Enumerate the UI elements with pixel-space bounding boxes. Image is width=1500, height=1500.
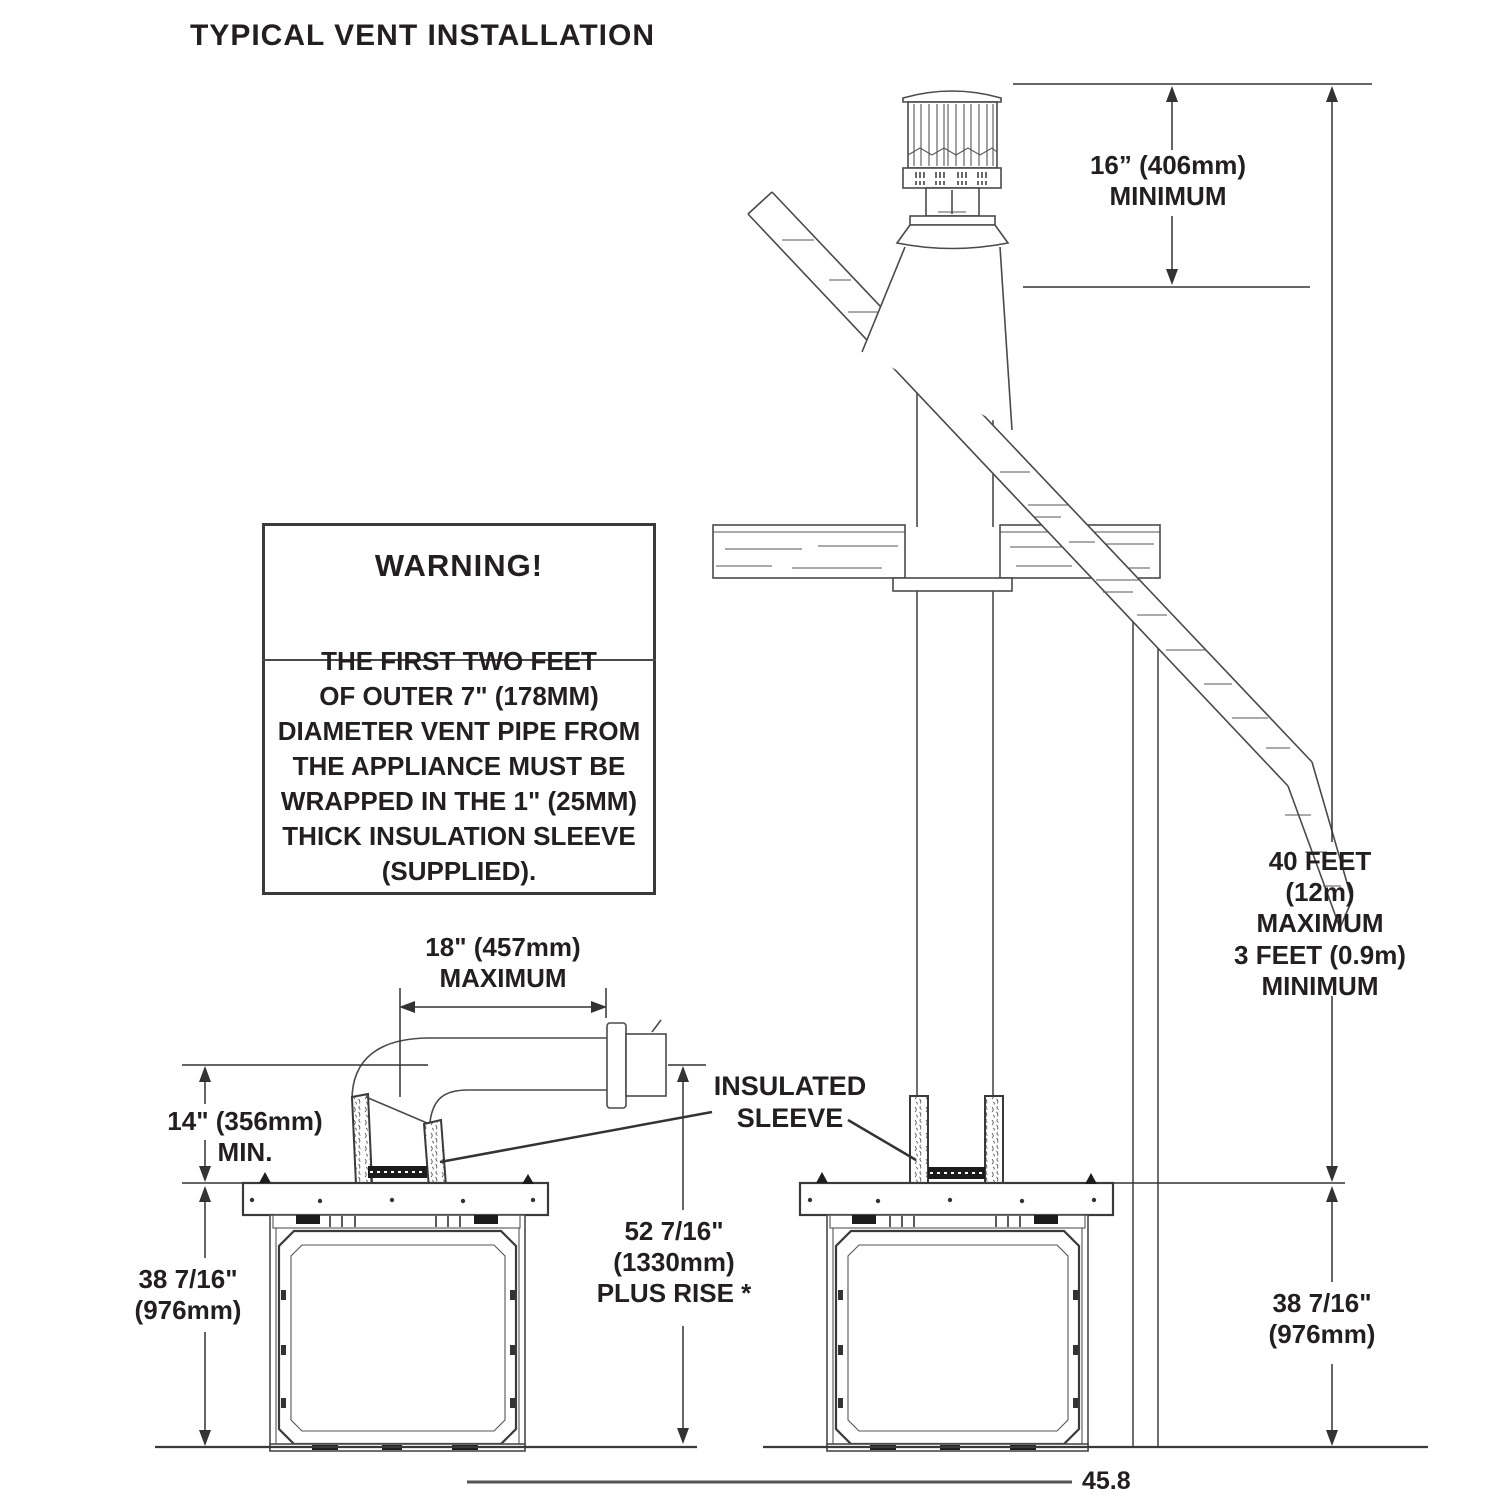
dim-cap-clearance-label: 16” (406mm) MINIMUM [1090,150,1246,212]
insulated-sleeve-leaders [439,1110,917,1164]
label-line: 18" (457mm) [425,932,581,962]
firestop-plate [892,577,1013,592]
warning-line: (SUPPLIED). [381,856,537,886]
label-line: (976mm) [134,1295,242,1326]
cap-base-dashes [915,172,987,185]
warning-body: THE FIRST TWO FEET OF OUTER 7" (178MM) D… [265,644,653,889]
label-line: 14" (356mm) [167,1106,323,1136]
insulation-sleeve-left [350,1092,448,1191]
insulated-sleeve-callout: INSULATED SLEEVE [714,1070,867,1135]
ceiling-band-left [712,524,906,579]
label-line: 52 7/16" [624,1216,724,1246]
label-line: (12m) [1285,877,1355,908]
label-line: MINIMUM [1109,181,1227,212]
page-title: TYPICAL VENT INSTALLATION [190,19,655,52]
warning-line: OF OUTER 7" (178MM) [319,681,599,711]
alignment-mark [522,1174,534,1184]
roof-flashing [861,246,1013,431]
dim-appliance-height-right [1113,1182,1345,1446]
vent-elbow [351,1037,608,1123]
wall-thimble [606,1022,627,1109]
fireplace-right [798,1172,1115,1452]
dim-top-to-centerline [677,1066,689,1444]
label-line: (976mm) [1268,1319,1376,1350]
vent-pipe-lower [916,591,994,1096]
fireplace-left [241,1172,550,1452]
dim-vent-height [1326,86,1338,1182]
label-line: (1330mm) [613,1247,735,1278]
roof-hatching [782,239,1341,887]
warning-divider [262,659,656,661]
warning-line: WRAPPED IN THE 1" (25MM) [280,786,638,816]
dim-vertical-rise-min [182,1064,706,1184]
dim-appliance-height-left-label: 38 7/16" (976mm) [135,1264,242,1326]
label-line: SLEEVE [736,1103,844,1134]
warning-box: WARNING! THE FIRST TWO FEET OF OUTER 7" … [262,523,656,895]
dim-top-to-centerline-label: 52 7/16" (1330mm) PLUS RISE * [597,1216,752,1310]
fireplace-left-screws [249,1197,536,1204]
cap-louvers [907,104,998,166]
warning-line: THICK INSULATION SLEEVE [282,821,636,851]
warning-line: THE FIRST TWO FEET [321,646,597,676]
label-line: 3 FEET (0.9m) [1234,939,1406,970]
warning-line: THE APPLIANCE MUST BE [292,751,626,781]
fireplace-right-side-ticks [838,1290,1078,1408]
dim-horizontal-run-label: 18" (457mm) MAXIMUM [425,932,580,994]
label-line: INSULATED [713,1071,867,1101]
warning-line: DIAMETER VENT PIPE FROM [277,716,641,746]
insulation-sleeve-right [909,1095,1004,1189]
label-line: MAXIMUM [439,963,567,994]
horizontal-termination [625,1019,667,1097]
alignment-mark [1085,1173,1097,1184]
label-line: MINIMUM [1261,970,1379,1001]
dim-appliance-height-right-label: 38 7/16" (976mm) [1269,1288,1376,1350]
fireplace-right-top-clips [889,1216,1021,1227]
chimney-cap [895,90,1010,250]
storm-collar [895,215,1010,250]
alignment-mark [816,1172,828,1183]
fireplace-left-side-ticks [281,1290,515,1408]
wall-lines [1132,575,1159,1446]
label-line: MIN. [217,1137,273,1168]
dim-vertical-rise-min-label: 14" (356mm) MIN. [167,1106,322,1168]
dim-appliance-height-left [199,1186,211,1446]
dim-horizontal-run [399,988,607,1097]
dim-vent-height-label: 40 FEET (12m) MAXIMUM 3 FEET (0.9m) MINI… [1234,846,1406,1002]
label-line: 38 7/16" [138,1264,238,1294]
dim-cap-clearance [1013,83,1372,288]
label-line: 40 FEET [1268,846,1372,876]
figure-number: 45.8 [1082,1467,1131,1495]
fireplace-left-top-clips [329,1216,461,1227]
warning-heading: WARNING! [374,548,544,583]
fireplace-right-screws [807,1197,1097,1204]
label-line: MAXIMUM [1256,908,1384,939]
label-line: 38 7/16" [1272,1288,1372,1318]
alignment-mark [259,1172,271,1183]
label-line: PLUS RISE * [596,1278,752,1309]
label-line: 16” (406mm) [1089,150,1247,180]
